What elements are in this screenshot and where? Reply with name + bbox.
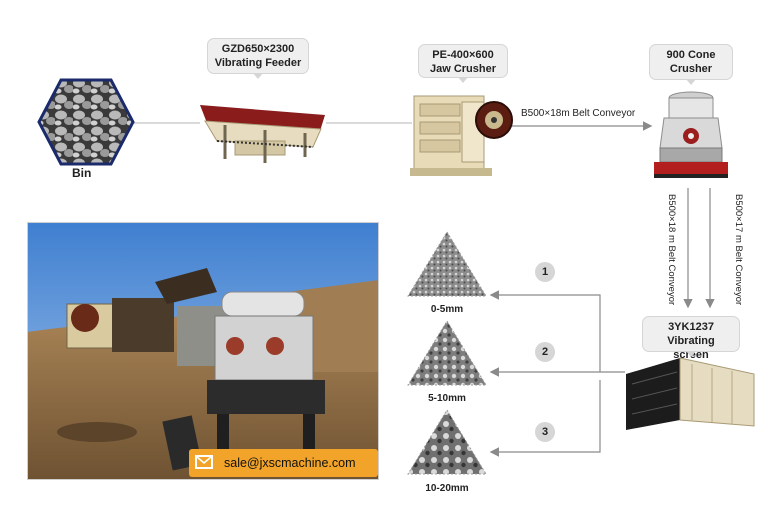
site-photo (27, 222, 379, 480)
output-arrow-3 (489, 380, 601, 457)
pile-label-2: 5-10mm (428, 393, 466, 404)
email-address[interactable]: sale@jxscmachine.com (224, 456, 356, 470)
mail-icon (195, 455, 213, 469)
step-2-badge: 2 (535, 342, 555, 362)
bin-label: Bin (72, 166, 92, 180)
cone-crusher-image (654, 91, 728, 178)
step-1-badge: 1 (535, 262, 555, 282)
pile-10-20mm (407, 409, 487, 475)
vertical-conveyor-label-left: B500×18 m Belt Conveyor (666, 194, 677, 306)
cone-callout: 900 Cone Crusher (649, 44, 733, 85)
horizontal-conveyor-label: B500×18m Belt Conveyor (521, 108, 636, 119)
output-arrow-1 (489, 290, 601, 372)
vibrating-feeder-image (200, 105, 325, 163)
pile-label-3: 10-20mm (425, 483, 469, 494)
feeder-callout: GZD650×2300 Vibrating Feeder (207, 38, 309, 79)
jaw-callout: PE-400×600 Jaw Crusher (418, 44, 508, 83)
step-3-badge: 3 (535, 422, 555, 442)
pile-0-5mm (407, 231, 487, 297)
email-banner[interactable]: sale@jxscmachine.com (189, 449, 378, 477)
vibrating-screen-image (626, 357, 755, 430)
vertical-conveyor-label-right: B500×17 m Belt Conveyor (733, 194, 744, 306)
bin-image (37, 78, 135, 166)
screen-callout: 3YK1237 Vibrating screen (642, 316, 740, 361)
pile-5-10mm (407, 320, 487, 386)
jaw-crusher-image (410, 95, 513, 176)
pile-label-1: 0-5mm (430, 304, 464, 315)
